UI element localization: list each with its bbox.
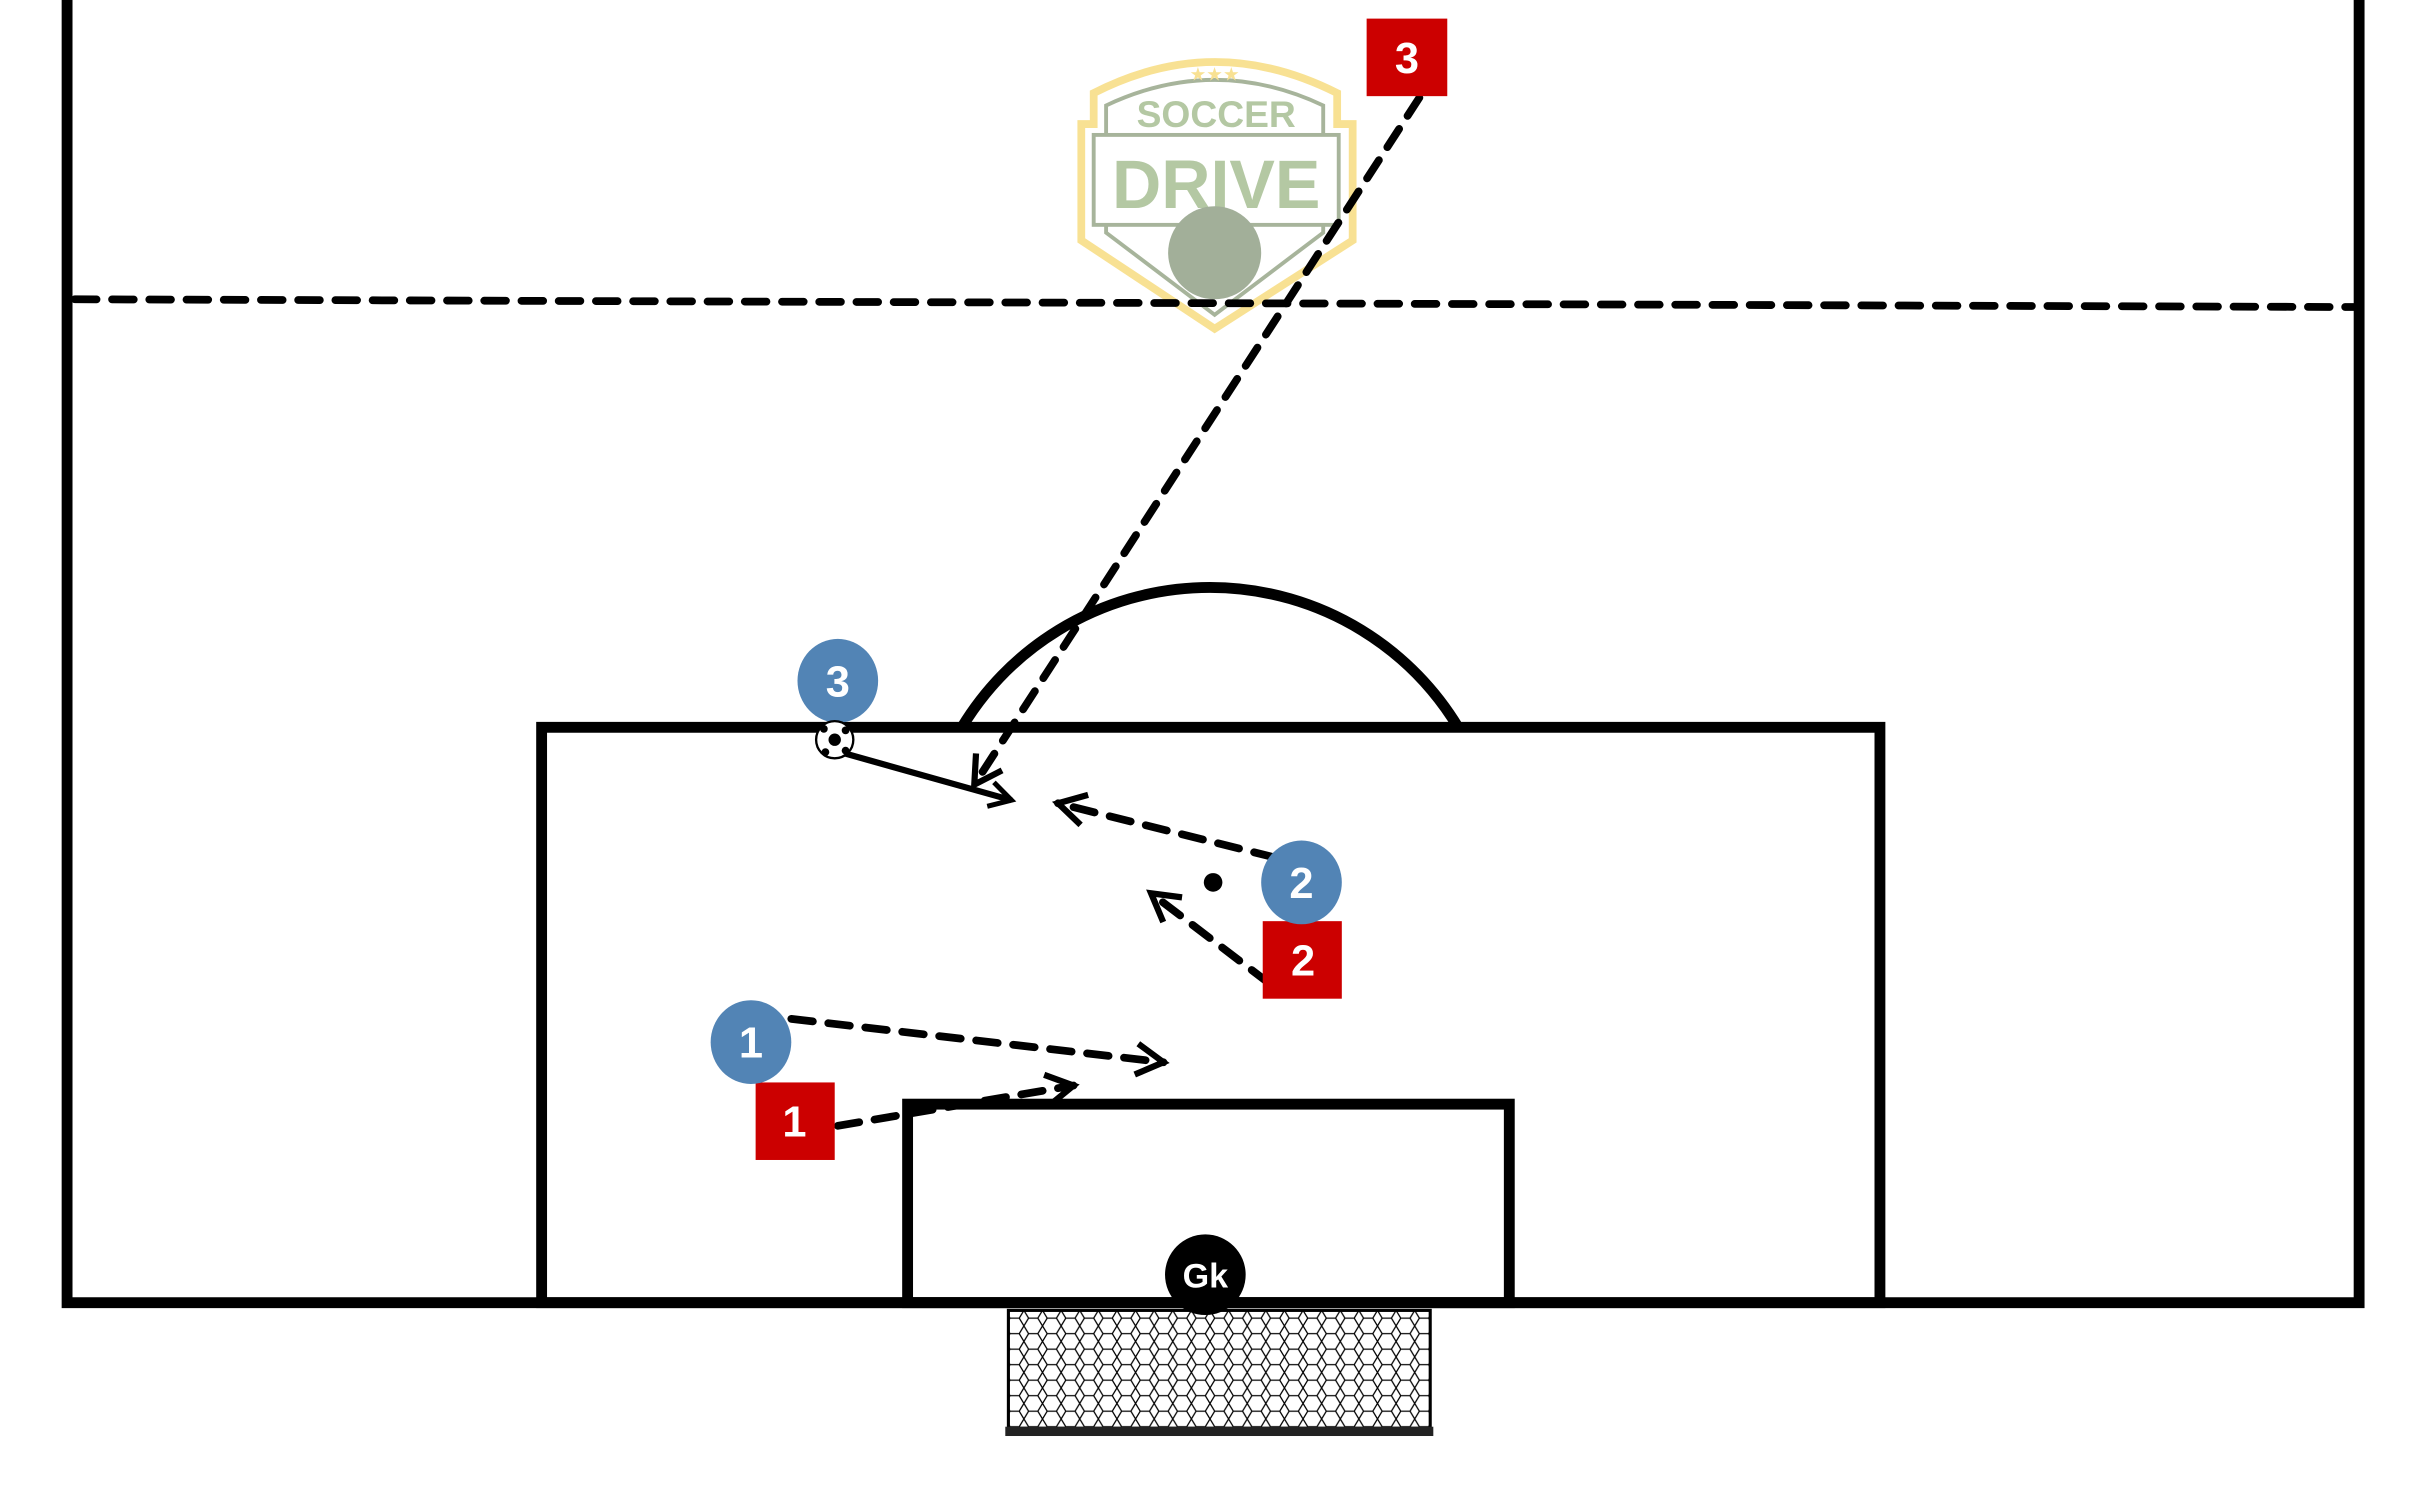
logo-text-soccer: SOCCER [1137, 93, 1296, 135]
attacker-2[interactable]: 2 [1261, 840, 1342, 925]
defender-2-run [1146, 889, 1273, 988]
attacker-3[interactable]: 3 [797, 638, 879, 723]
svg-text:1: 1 [739, 1020, 763, 1068]
defender-3-run [970, 93, 1424, 790]
svg-text:2: 2 [1289, 860, 1313, 908]
svg-text:3: 3 [1395, 35, 1419, 83]
goal-net [1005, 1308, 1434, 1437]
defender-1-run [833, 1071, 1080, 1130]
soccer-drive-logo: ★★★ SOCCER DRIVE [1077, 58, 1357, 334]
marker-dot [1203, 873, 1223, 892]
svg-text:Gk: Gk [1183, 1257, 1229, 1295]
defender-3[interactable]: 3 [1366, 18, 1448, 97]
logo-stars: ★★★ [1190, 64, 1240, 85]
pass-arrow [844, 750, 1017, 809]
defender-2[interactable]: 2 [1262, 921, 1342, 999]
penalty-arc [957, 581, 1463, 731]
goalkeeper[interactable]: Gk [1165, 1234, 1246, 1316]
movement-lines [787, 93, 1424, 1130]
halfway-dashed-line [70, 295, 2362, 311]
logo-ball-icon [1168, 206, 1262, 300]
attacker-1-run [787, 1014, 1170, 1078]
svg-text:1: 1 [782, 1099, 806, 1147]
defender-1[interactable]: 1 [755, 1082, 835, 1160]
soccer-ball-icon[interactable] [814, 719, 855, 760]
attacker-1[interactable]: 1 [710, 1000, 792, 1084]
attacker-2-run [1051, 791, 1280, 862]
svg-text:3: 3 [826, 658, 850, 706]
svg-text:2: 2 [1291, 937, 1315, 985]
